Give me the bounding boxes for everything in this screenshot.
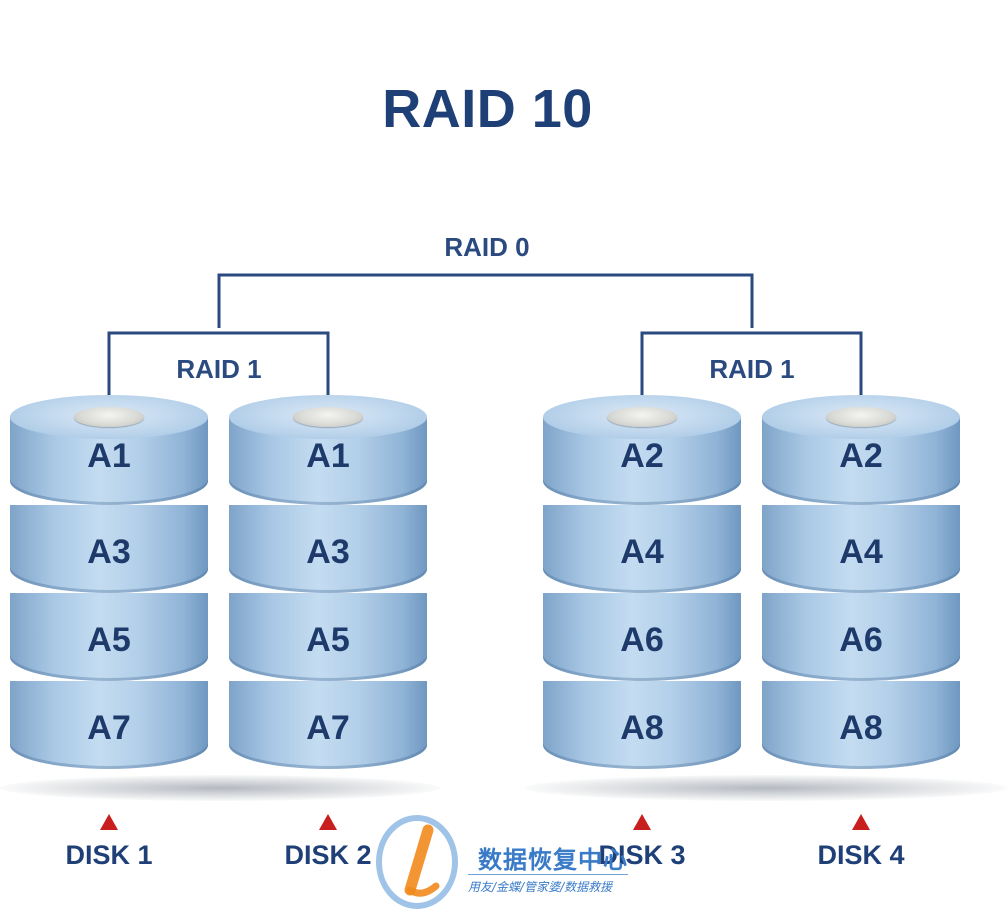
watermark-title: 数据恢复中心 — [478, 846, 628, 874]
block-label: A6 — [839, 621, 883, 659]
disk-spindle-icon — [607, 407, 677, 427]
disk-2: A1 A3 A5 A7 — [229, 395, 427, 783]
block-label: A5 — [306, 621, 350, 659]
arrow-up-icon — [633, 814, 651, 830]
disk-3: A2 A4 A6 A8 — [543, 395, 741, 783]
block-label: A3 — [87, 533, 131, 571]
block-label: A7 — [87, 709, 131, 747]
disk-spindle-icon — [293, 407, 363, 427]
block-label: A7 — [306, 709, 350, 747]
disk-shadow-left — [0, 775, 440, 801]
block-segment: A8 — [762, 681, 960, 769]
block-segment: A6 — [762, 593, 960, 681]
block-segment: A5 — [229, 593, 427, 681]
watermark: 数据恢复中心 用友/金蝶/管家婆/数据救援 — [370, 808, 640, 909]
raid0-connector — [217, 273, 754, 328]
block-segment: A3 — [10, 505, 208, 593]
raid0-label: RAID 0 — [444, 232, 530, 262]
block-segment: A6 — [543, 593, 741, 681]
disk-2-label: DISK 2 — [284, 840, 372, 870]
raid1-right-connector — [640, 331, 863, 416]
raid1-left-label: RAID 1 — [176, 354, 262, 384]
block-segment: A3 — [229, 505, 427, 593]
raid1-right-label: RAID 1 — [709, 354, 795, 384]
block-segment: A5 — [10, 593, 208, 681]
block-label: A4 — [839, 533, 883, 571]
disk-3-label: DISK 3 — [598, 840, 686, 870]
watermark-divider — [468, 874, 628, 875]
arrow-up-icon — [319, 814, 337, 830]
block-label: A6 — [620, 621, 664, 659]
disk-spindle-icon — [826, 407, 896, 427]
block-segment: A8 — [543, 681, 741, 769]
disk-1: A1 A3 A5 A7 — [10, 395, 208, 783]
raid1-left-connector — [107, 331, 330, 416]
page-title: RAID 10 — [382, 79, 593, 139]
block-label: A2 — [839, 437, 883, 475]
block-label: A8 — [620, 709, 664, 747]
block-segment: A7 — [10, 681, 208, 769]
block-label: A3 — [306, 533, 350, 571]
block-segment: A4 — [543, 505, 741, 593]
block-label: A1 — [87, 437, 131, 475]
block-label: A1 — [306, 437, 350, 475]
arrow-up-icon — [852, 814, 870, 830]
disk-1-label: DISK 1 — [65, 840, 153, 870]
disk-shadow-right — [525, 775, 1007, 801]
block-label: A2 — [620, 437, 664, 475]
watermark-subtitle: 用友/金蝶/管家婆/数据救援 — [468, 880, 613, 894]
arrow-up-icon — [100, 814, 118, 830]
block-segment: A7 — [229, 681, 427, 769]
block-segment: A4 — [762, 505, 960, 593]
disk-spindle-icon — [74, 407, 144, 427]
block-label: A4 — [620, 533, 664, 571]
block-label: A8 — [839, 709, 883, 747]
disk-4: A2 A4 A6 A8 — [762, 395, 960, 783]
watermark-logo-icon — [376, 815, 458, 909]
block-label: A5 — [87, 621, 131, 659]
disk-4-label: DISK 4 — [817, 840, 905, 870]
